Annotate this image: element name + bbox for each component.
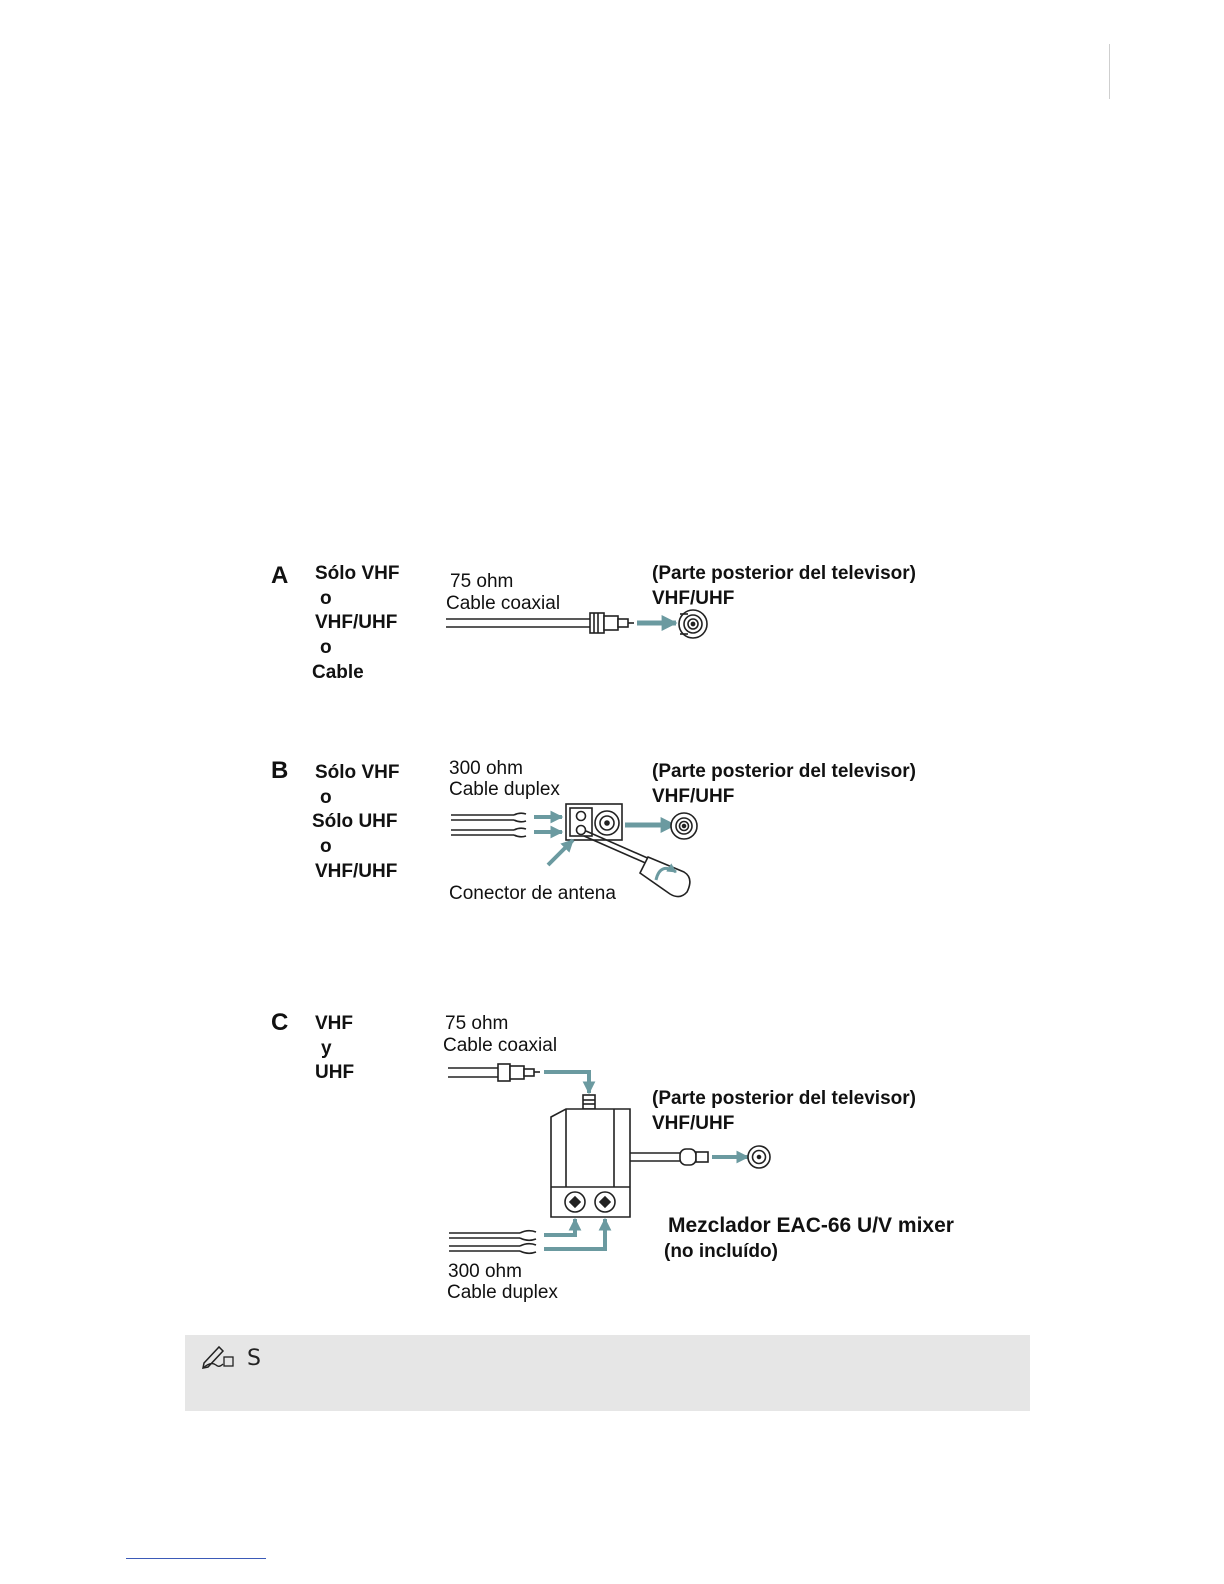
diagram-a-option: Sólo VHF	[315, 563, 400, 584]
diagram-c-tv-input: VHF/UHF	[652, 1113, 735, 1134]
diagram-b-tv-back: (Parte posterior del televisor)	[652, 761, 916, 782]
diagram-c-coax-type: Cable coaxial	[443, 1035, 558, 1056]
diagram-a-tv-back: (Parte posterior del televisor)	[652, 563, 916, 584]
arrow-c-coax	[544, 1070, 596, 1095]
coaxial-cable-a	[446, 612, 634, 634]
page-edge-rule	[1109, 44, 1110, 99]
diagram-a-option: o	[320, 588, 332, 609]
tv-connector-a	[678, 609, 708, 639]
diagram-c-tv-back: (Parte posterior del televisor)	[652, 1088, 916, 1109]
diagram-b-illustration	[451, 803, 698, 898]
diagram-c-mixer-name: Mezclador EAC-66 U/V mixer	[668, 1214, 954, 1237]
diagram-a-cable-type: Cable coaxial	[446, 593, 561, 614]
mixer-device	[550, 1094, 709, 1218]
tv-connector-b	[670, 812, 698, 840]
diagram-b-option: VHF/UHF	[315, 861, 398, 882]
diagram-a-illustration	[446, 609, 708, 639]
coaxial-cable-c	[448, 1063, 540, 1082]
diagram-a-option: o	[320, 637, 332, 658]
arrow-c-duplex-right	[544, 1217, 612, 1251]
diagram-c-mixer-note: (no incluído)	[664, 1241, 778, 1262]
diagram-c-letter: C	[271, 1009, 289, 1036]
diagram-c-option: VHF	[315, 1013, 353, 1034]
antenna-connection-diagrams: A Sólo VHF o VHF/UHF o Cable 75 ohm Cabl…	[271, 562, 954, 1303]
diagram-a-option: Cable	[312, 662, 364, 683]
diagram-a-tv-input: VHF/UHF	[652, 588, 735, 609]
diagram-b-option: o	[320, 836, 332, 857]
note-box: S	[185, 1335, 1030, 1411]
diagram-b-tv-input: VHF/UHF	[652, 786, 735, 807]
diagram-b-cable-type: Cable duplex	[449, 779, 560, 800]
note-text: S	[247, 1346, 261, 1371]
diagram-a-letter: A	[271, 562, 289, 589]
footer-link-underline[interactable]	[126, 1558, 266, 1559]
diagram-b-letter: B	[271, 757, 289, 784]
duplex-cable-c	[449, 1229, 537, 1255]
diagram-a-cable-ohm: 75 ohm	[450, 571, 514, 592]
tv-connector-c	[747, 1145, 771, 1169]
diagram-c-coax-ohm: 75 ohm	[445, 1013, 509, 1034]
turn-arrow-icon	[654, 863, 677, 881]
diagram-c-duplex-type: Cable duplex	[447, 1282, 558, 1303]
diagram-b-cable-ohm: 300 ohm	[449, 758, 523, 779]
screwdriver-icon	[583, 830, 691, 898]
diagram-b-option: Sólo VHF	[315, 762, 400, 783]
connection-illustrations	[446, 609, 771, 1255]
arrow-c-duplex-left	[544, 1217, 582, 1237]
pencil-note-icon	[201, 1343, 235, 1374]
diagram-c-option: y	[321, 1038, 332, 1059]
diagram-b-option: Sólo UHF	[312, 811, 398, 832]
diagram-b-connector-label: Conector de antena	[449, 883, 616, 904]
arrow-b-connector	[546, 838, 575, 867]
diagram-b-option: o	[320, 787, 332, 808]
diagram-c-option: UHF	[315, 1062, 355, 1083]
diagram-c-duplex-ohm: 300 ohm	[448, 1261, 522, 1282]
diagram-a-option: VHF/UHF	[315, 612, 398, 633]
diagram-c-illustration	[448, 1063, 771, 1255]
duplex-cable-b	[451, 812, 527, 838]
antenna-terminal-block	[565, 803, 623, 841]
